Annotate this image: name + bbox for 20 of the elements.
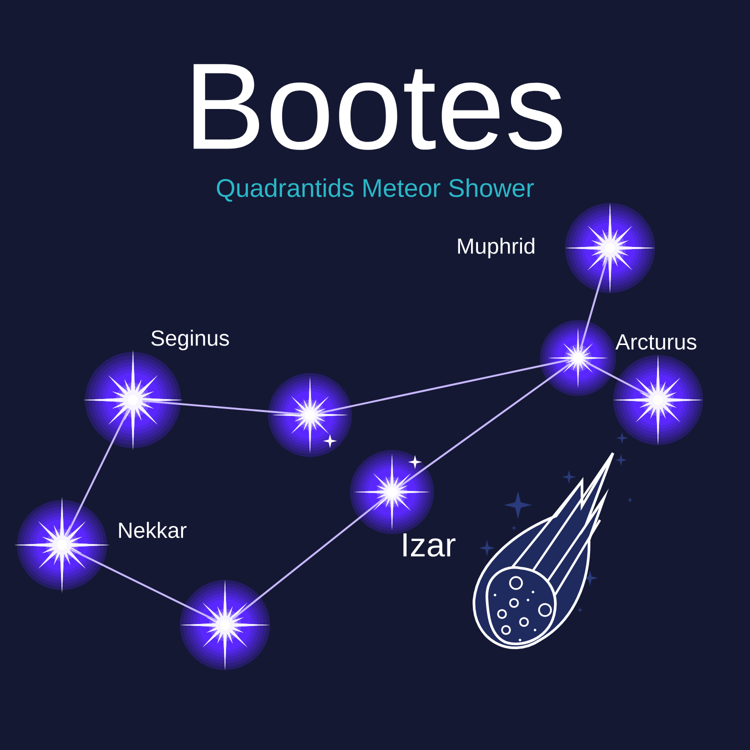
constellation-line (399, 362, 571, 488)
star-label: Muphrid (458, 238, 534, 258)
constellation-line (580, 256, 608, 350)
constellation-line (142, 400, 301, 416)
star (540, 320, 616, 396)
star (350, 450, 434, 534)
constellation-line (70, 548, 218, 622)
star-label: Izar (403, 533, 456, 557)
constellation-line (65, 408, 130, 538)
star (180, 580, 270, 670)
star-label: Arcturus (615, 334, 696, 350)
star-label: Nekkar (119, 522, 187, 538)
star (268, 373, 352, 457)
constellation-line (586, 361, 650, 397)
title: Bootes (194, 64, 562, 150)
constellation-line (318, 359, 570, 414)
star (565, 203, 655, 293)
constellation-line (232, 497, 386, 620)
star-label: Seginus (151, 330, 229, 350)
subtitle: Quadrantids Meteor Shower (216, 178, 534, 202)
